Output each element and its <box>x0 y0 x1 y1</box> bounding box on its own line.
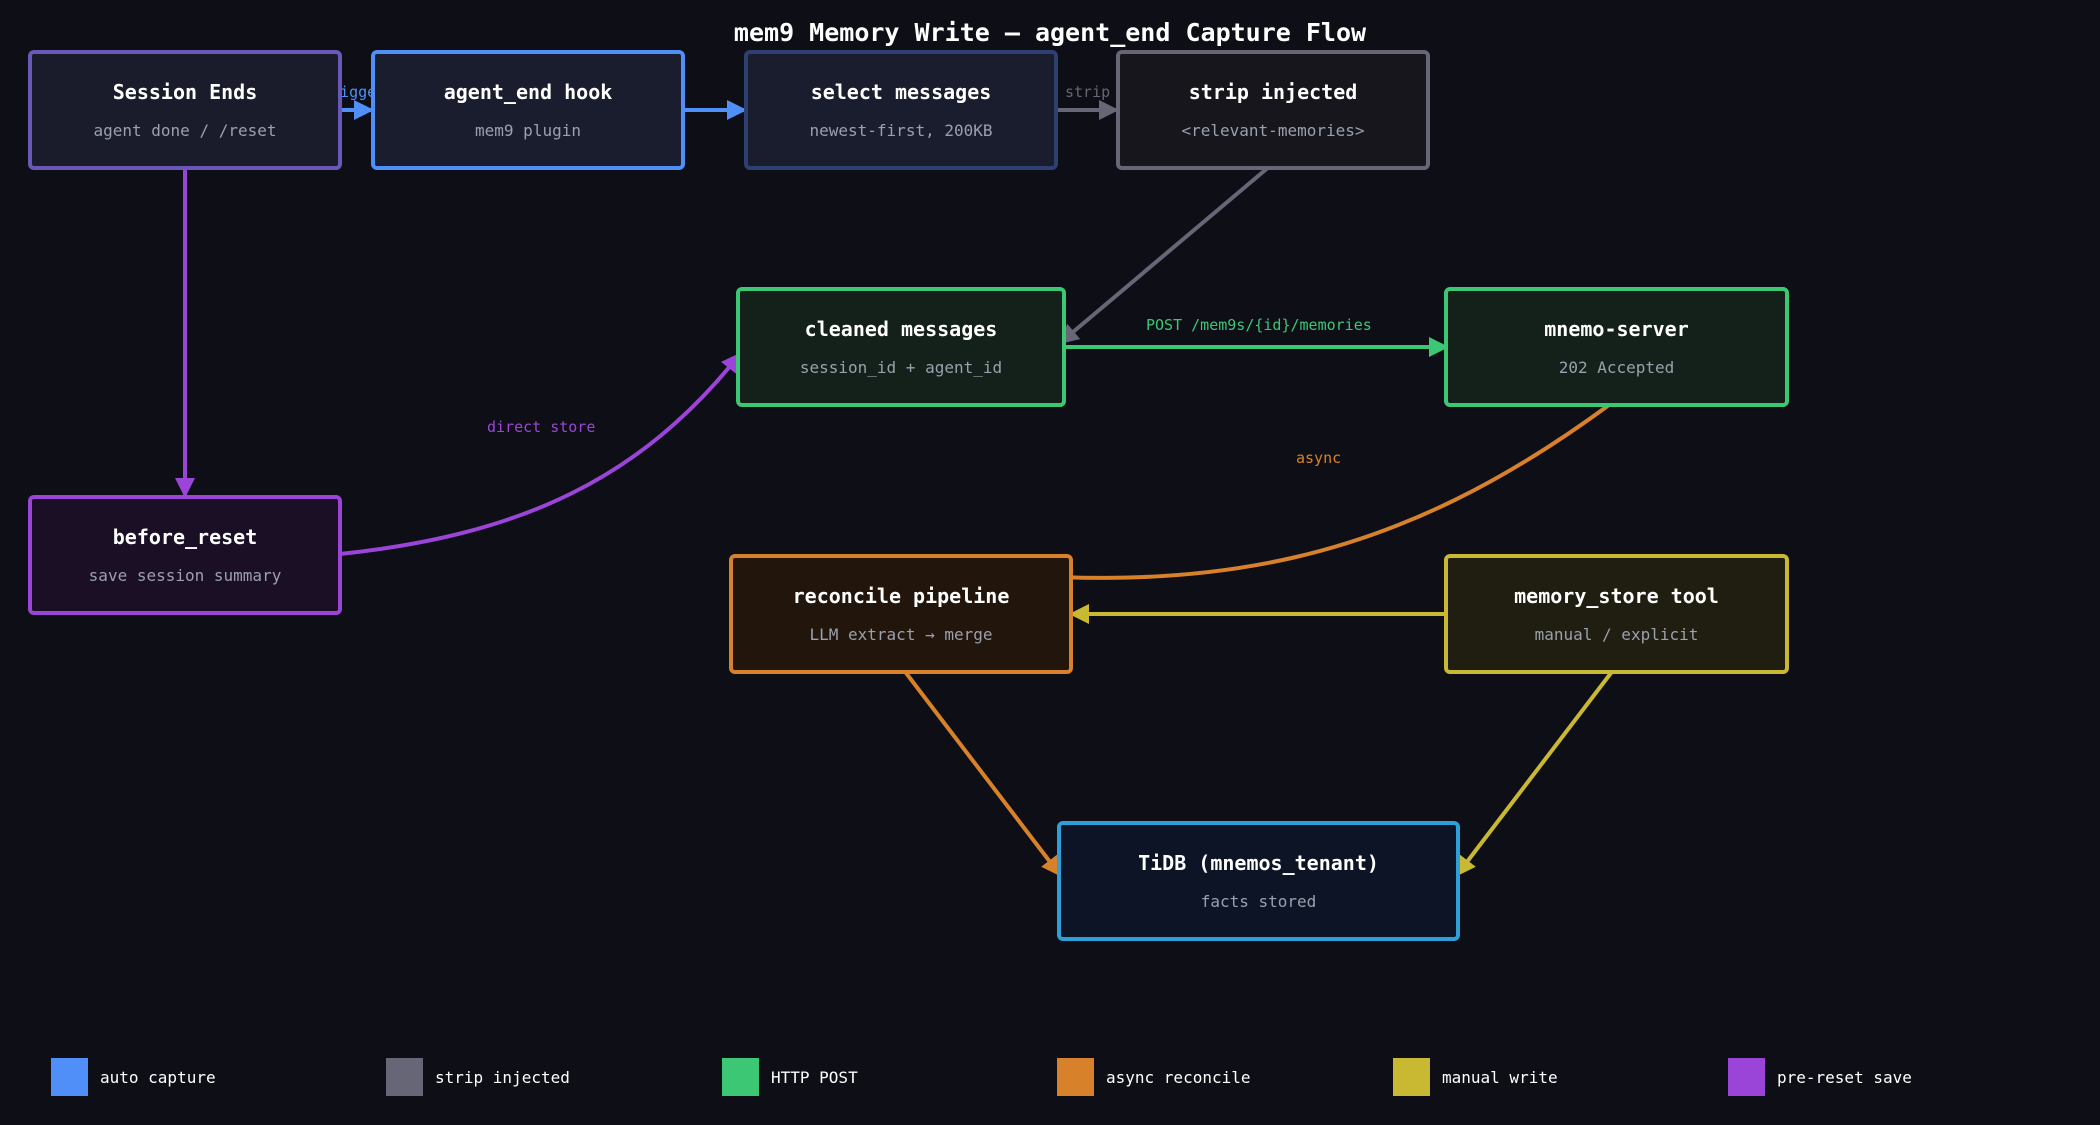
node-subtitle: manual / explicit <box>1534 625 1699 644</box>
node-subtitle: newest-first, 200KB <box>809 121 993 140</box>
node-strip-injected[interactable]: strip injected <relevant-memories> <box>1116 50 1430 170</box>
node-title: Session Ends <box>112 80 258 104</box>
edge-tool-to-tidb <box>1455 667 1616 877</box>
edge-before-reset-to-cleaned <box>339 352 742 556</box>
node-memory-store-tool[interactable]: memory_store tool manual / explicit <box>1444 554 1789 674</box>
legend-swatch <box>722 1058 759 1096</box>
node-agent-end-hook[interactable]: agent_end hook mem9 plugin <box>371 50 685 170</box>
node-title: memory_store tool <box>1514 584 1719 608</box>
node-title: agent_end hook <box>443 80 613 104</box>
legend-item-http-post: HTTP POST <box>722 1058 858 1096</box>
node-subtitle: 202 Accepted <box>1558 358 1675 377</box>
legend-item-pre-reset-save: pre-reset save <box>1728 1058 1912 1096</box>
legend-item-strip-injected: strip injected <box>386 1058 570 1096</box>
node-subtitle: LLM extract → merge <box>809 625 993 644</box>
node-select-messages[interactable]: select messages newest-first, 200KB <box>744 50 1058 170</box>
node-title: reconcile pipeline <box>792 584 1010 608</box>
node-subtitle: facts stored <box>1200 892 1317 911</box>
node-subtitle: session_id + agent_id <box>799 358 1003 377</box>
edge-strip-to-cleaned <box>1058 164 1272 345</box>
node-title: strip injected <box>1188 80 1358 104</box>
legend-label: strip injected <box>435 1067 570 1087</box>
edge-label-direct-store: direct store <box>487 418 596 436</box>
legend-label: manual write <box>1442 1067 1558 1087</box>
legend-swatch <box>51 1058 88 1096</box>
node-session-ends[interactable]: Session Ends agent done / /reset <box>28 50 342 170</box>
node-reconcile-pipeline[interactable]: reconcile pipeline LLM extract → merge <box>729 554 1073 674</box>
node-subtitle: <relevant-memories> <box>1181 121 1365 140</box>
diagram-title: mem9 Memory Write — agent_end Capture Fl… <box>733 18 1367 47</box>
node-title: before_reset <box>112 525 258 549</box>
legend-label: async reconcile <box>1106 1067 1251 1087</box>
legend-swatch <box>1728 1058 1765 1096</box>
legend-label: HTTP POST <box>771 1067 858 1087</box>
edge-label-post: POST /mem9s/{id}/memories <box>1146 316 1372 334</box>
legend-swatch <box>386 1058 423 1096</box>
node-title: cleaned messages <box>804 317 998 341</box>
node-cleaned-messages[interactable]: cleaned messages session_id + agent_id <box>736 287 1066 407</box>
legend-item-auto-capture: auto capture <box>51 1058 216 1096</box>
legend-item-manual-write: manual write <box>1393 1058 1558 1096</box>
node-title: TiDB (mnemos_tenant) <box>1138 851 1379 875</box>
legend-swatch <box>1393 1058 1430 1096</box>
legend-label: pre-reset save <box>1777 1067 1912 1087</box>
legend-swatch <box>1057 1058 1094 1096</box>
node-title: select messages <box>810 80 992 104</box>
node-mnemo-server[interactable]: mnemo-server 202 Accepted <box>1444 287 1789 407</box>
node-before-reset[interactable]: before_reset save session summary <box>28 495 342 615</box>
edge-label-async: async <box>1296 449 1342 467</box>
legend-label: auto capture <box>100 1067 216 1087</box>
node-subtitle: mem9 plugin <box>475 121 581 140</box>
legend-item-async-reconcile: async reconcile <box>1057 1058 1251 1096</box>
node-title: mnemo-server <box>1544 317 1689 341</box>
edge-reconcile-to-tidb <box>901 667 1062 877</box>
edge-label-strip: strip <box>1065 83 1111 101</box>
node-subtitle: save session summary <box>88 566 282 585</box>
node-tidb[interactable]: TiDB (mnemos_tenant) facts stored <box>1057 821 1460 941</box>
node-subtitle: agent done / /reset <box>93 121 277 140</box>
edge-server-to-reconcile <box>906 400 1615 580</box>
